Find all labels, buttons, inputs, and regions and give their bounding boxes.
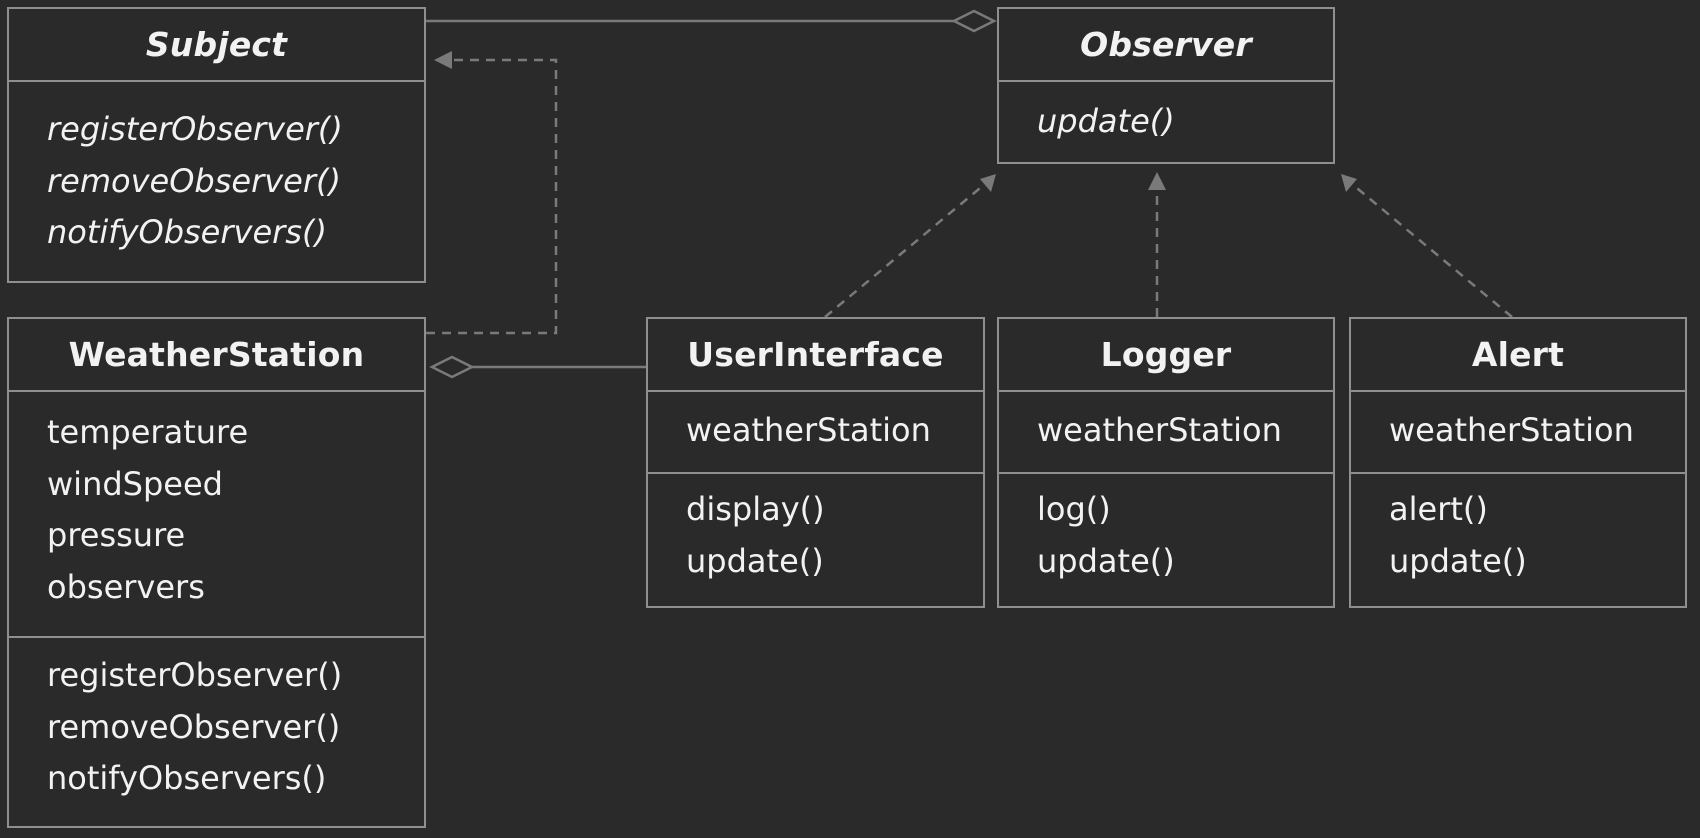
subject-class-name: Subject [9,9,424,82]
alert-observer-realization-arrowhead [1341,174,1357,192]
alert-attributes: weatherStation [1351,392,1685,472]
alert-attribute: weatherStation [1389,411,1634,449]
observer-class-name: Observer [999,9,1333,82]
weatherstation-class-box: WeatherStation temperature windSpeed pre… [7,317,426,828]
userinterface-weatherstation-aggregation-diamond [429,355,475,379]
weatherstation-attributes: temperature windSpeed pressure observers [9,392,424,636]
logger-class-box: Logger weatherStation log() update() [997,317,1335,608]
subject-method: registerObserver() [47,110,343,148]
logger-method: update() [1037,541,1175,580]
alert-class-box: Alert weatherStation alert() update() [1349,317,1687,608]
userinterface-observer-realization-line [824,183,986,318]
observer-class-box: Observer update() [997,7,1335,164]
alert-method: alert() [1389,490,1488,528]
alert-method: update() [1389,541,1527,580]
weatherstation-attribute: pressure [47,516,186,554]
userinterface-methods: display() update() [648,472,983,587]
logger-class-name: Logger [999,319,1333,392]
logger-attribute: weatherStation [1037,411,1282,449]
weatherstation-class-name: WeatherStation [9,319,424,392]
alert-class-name: Alert [1351,319,1685,392]
weatherstation-method: notifyObservers() [47,759,327,797]
userinterface-class-name: UserInterface [648,319,983,392]
weatherstation-attribute: observers [47,567,205,606]
subject-methods: registerObserver() removeObserver() noti… [9,82,424,259]
userinterface-observer-realization-arrowhead [980,174,996,192]
weatherstation-attribute: windSpeed [47,464,223,503]
weatherstation-subject-realization-line [426,58,558,335]
observer-methods: update() [999,82,1333,148]
subject-method: removeObserver() [47,161,341,200]
weatherstation-attribute: temperature [47,413,249,451]
logger-methods: log() update() [999,472,1333,587]
observer-method: update() [1037,102,1175,140]
weatherstation-method: registerObserver() [47,656,343,694]
subject-method: notifyObservers() [47,213,327,251]
userinterface-method: update() [686,541,824,580]
alert-methods: alert() update() [1351,472,1685,587]
alert-observer-realization-line [1351,183,1513,318]
logger-observer-realization-arrowhead [1148,172,1166,190]
logger-method: log() [1037,490,1111,528]
subject-observer-aggregation-diamond [951,9,997,33]
weatherstation-subject-realization-arrowhead [434,51,452,69]
userinterface-attribute: weatherStation [686,411,931,449]
weatherstation-method: removeObserver() [47,707,341,746]
weatherstation-methods: registerObserver() removeObserver() noti… [9,636,424,805]
userinterface-class-box: UserInterface weatherStation display() u… [646,317,985,608]
userinterface-method: display() [686,490,825,528]
logger-attributes: weatherStation [999,392,1333,472]
userinterface-attributes: weatherStation [648,392,983,472]
subject-class-box: Subject registerObserver() removeObserve… [7,7,426,283]
